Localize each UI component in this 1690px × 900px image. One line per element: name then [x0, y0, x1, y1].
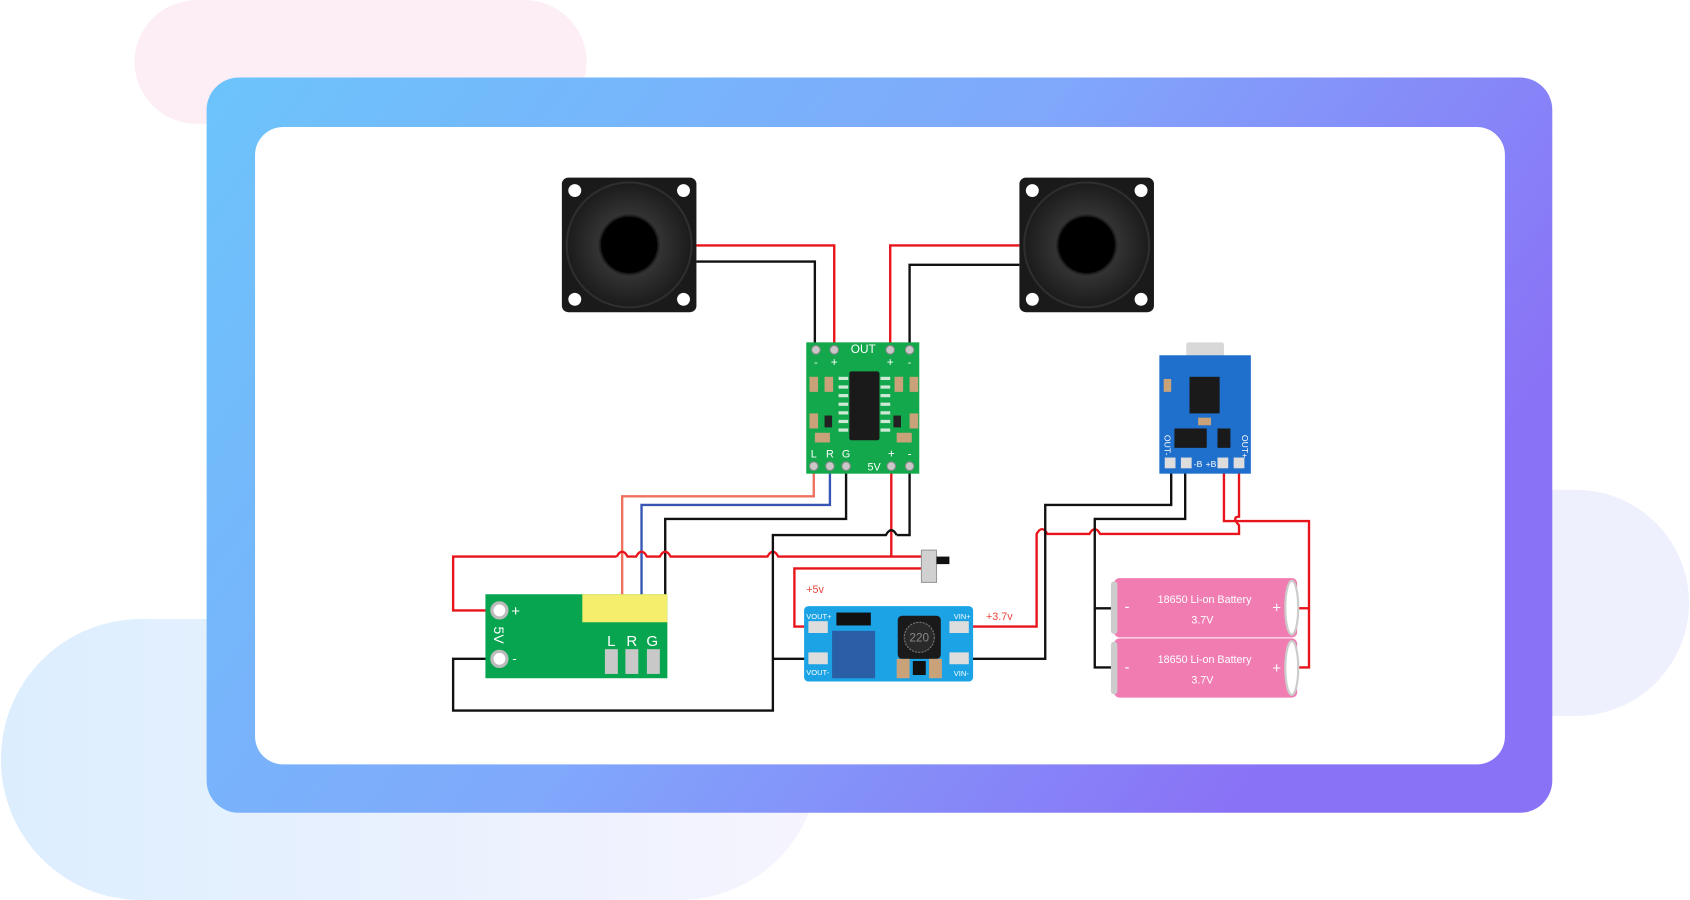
boost-vout-minus: VOUT-	[806, 668, 829, 677]
bt-plus: +	[511, 603, 520, 620]
speaker-left	[561, 177, 697, 313]
battery-1-name: 18650 Li-on Battery	[1158, 594, 1252, 606]
bt-r: R	[626, 633, 637, 650]
amp-pwr-minus: -	[908, 447, 912, 461]
battery-2: 18650 Li-on Battery 3.7V - +	[1110, 638, 1300, 698]
amp-pwr-plus: +	[888, 447, 895, 461]
boost-in-voltage: +3.7v	[986, 611, 1013, 623]
wire-speaker-right-minus	[908, 263, 1020, 350]
charger-module: OUT- OUT+ -B +B	[1159, 342, 1251, 474]
battery-2-plus: +	[1272, 660, 1281, 677]
amplifier-module: OUT - + + - L R G 5V + -	[806, 342, 920, 474]
amp-out-l-minus: -	[814, 357, 818, 369]
wire-ground-amp	[896, 466, 911, 537]
inductor-label: 220	[909, 631, 929, 645]
amp-in-l: L	[811, 449, 817, 461]
power-switch[interactable]	[920, 549, 950, 583]
amp-out-r-plus: +	[887, 355, 894, 369]
bt-minus: -	[512, 651, 516, 666]
battery-1-voltage: 3.7V	[1191, 614, 1214, 626]
amp-in-g: G	[842, 449, 850, 461]
bt-l: L	[607, 633, 615, 650]
wire-5v-bus-hops	[615, 550, 927, 558]
charger-out-plus: OUT+	[1240, 435, 1250, 458]
amp-out-r-minus: -	[908, 357, 912, 369]
boost-vout-plus: VOUT+	[806, 612, 832, 621]
bluetooth-module: + 5V - L R G	[485, 594, 668, 679]
wire-speaker-left-minus	[696, 260, 817, 350]
boost-out-voltage: +5v	[806, 584, 824, 596]
speaker-right	[1019, 177, 1154, 313]
bt-5v: 5V	[491, 627, 507, 645]
boost-converter: 220 VOUT+ VOUT- VIN+ VIN- +5v +3.7v	[804, 584, 1013, 682]
boost-vin-plus: VIN+	[954, 612, 972, 621]
amp-out-l-plus: +	[831, 355, 838, 369]
wire-battery-minus	[1093, 465, 1187, 669]
charger-out-minus: OUT-	[1163, 435, 1173, 456]
wire-boost-vin-minus	[964, 465, 1173, 661]
battery-1-plus: +	[1272, 600, 1281, 617]
battery-1: 18650 Li-on Battery 3.7V - +	[1110, 578, 1300, 638]
amp-5v-label: 5V	[867, 461, 881, 473]
wire-speaker-left-plus	[696, 244, 836, 350]
wire-speaker-right-plus	[889, 244, 1020, 350]
amp-in-r: R	[826, 449, 834, 461]
bt-g: G	[646, 633, 658, 650]
battery-1-minus: -	[1125, 598, 1130, 615]
charger-b-minus: -B	[1194, 459, 1203, 469]
battery-2-name: 18650 Li-on Battery	[1158, 654, 1252, 666]
battery-2-voltage: 3.7V	[1191, 675, 1214, 687]
boost-vin-minus: VIN-	[954, 669, 970, 678]
amp-out-label: OUT	[851, 342, 876, 356]
wires	[451, 244, 1311, 712]
wire-battery-plus	[1222, 465, 1311, 669]
wire-5v-bus	[451, 555, 617, 612]
charger-b-plus: +B	[1206, 459, 1217, 469]
battery-2-minus: -	[1125, 659, 1130, 676]
